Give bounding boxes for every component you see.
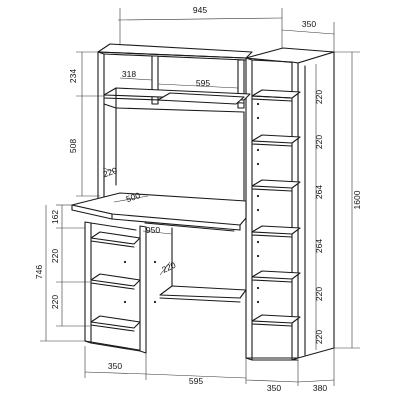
dim-niche-width: 318: [122, 69, 136, 79]
tower-shelves: [251, 89, 301, 327]
dim-top-shelf-height: 234: [68, 69, 78, 83]
dim-total-width: 945: [193, 5, 207, 15]
dimension-lines: [40, 8, 360, 386]
dim-left-shelf-b: 220: [50, 295, 60, 309]
dim-desk-panel: 162: [50, 210, 60, 224]
dim-tower-shelf-6: 220: [314, 330, 324, 344]
dim-desk-length: 950: [146, 225, 160, 235]
hutch: [97, 43, 253, 206]
dim-tower-height: 1600: [352, 190, 362, 209]
dim-tower-depth-top: 350: [302, 19, 316, 29]
dim-desk-depth-upper: 220: [102, 165, 119, 179]
dim-bottom-left-width: 350: [108, 361, 122, 371]
dim-lower-shelf-depth: 220: [160, 260, 177, 275]
desk-top: [71, 192, 247, 232]
tower-pin-holes: [256, 102, 260, 304]
dim-desk-top-depth: 500: [125, 190, 142, 204]
dim-tower-shelf-5: 220: [314, 287, 324, 301]
dim-left-shelf-a: 220: [50, 249, 60, 263]
dim-hutch-height: 508: [68, 139, 78, 153]
dim-bottom-center-width: 595: [189, 376, 203, 386]
dim-niche-center-width: 595: [196, 78, 210, 88]
dim-tower-shelf-2: 220: [314, 135, 324, 149]
dim-desk-height: 746: [34, 265, 44, 279]
lower-left-unit: [84, 221, 157, 354]
dim-tower-shelf-3: 264: [314, 185, 324, 199]
dim-tower-shelf-1: 220: [314, 90, 324, 104]
dim-bottom-right-width: 350: [267, 383, 281, 393]
dim-bottom-right-depth: 380: [313, 383, 327, 393]
center-lower-shelf: [159, 227, 247, 303]
dim-tower-shelf-4: 264: [314, 239, 324, 253]
